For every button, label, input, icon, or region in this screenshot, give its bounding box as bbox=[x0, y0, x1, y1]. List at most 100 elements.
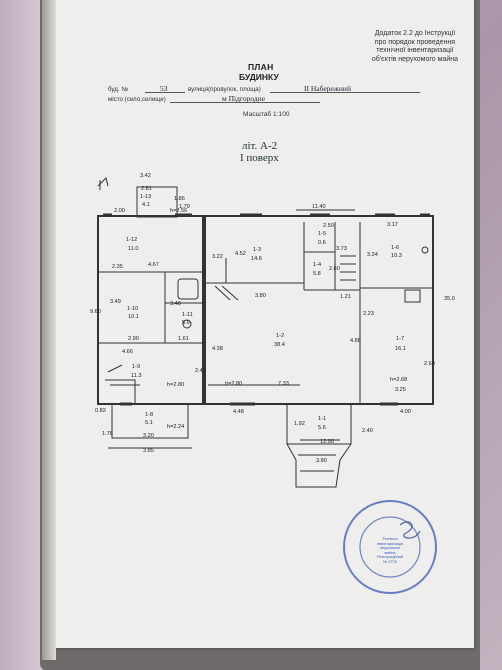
dim-label: 12.90 bbox=[320, 439, 334, 445]
plan-walls bbox=[97, 177, 434, 488]
dim-label: 4.48 bbox=[233, 409, 244, 415]
dim-label: 4.67 bbox=[148, 262, 159, 268]
sink-fixture bbox=[421, 246, 429, 254]
dim-label: 0.82 bbox=[95, 408, 106, 414]
dim-label: 2.60 bbox=[329, 266, 340, 272]
dim-label: 3.80 bbox=[316, 458, 327, 464]
toilet-fixture bbox=[182, 319, 192, 329]
binder-spine bbox=[0, 0, 42, 670]
city-label: місто (село,селище) bbox=[108, 96, 166, 103]
street-line bbox=[270, 92, 420, 93]
dim-label: 2.42 bbox=[195, 368, 206, 374]
dim-label: 2.81 bbox=[141, 186, 152, 192]
dim-label: 2.40 bbox=[362, 428, 373, 434]
dim-label: 9.60 bbox=[90, 309, 101, 315]
dim-label: 1.92 bbox=[294, 421, 305, 427]
fixture bbox=[404, 289, 421, 303]
room-number: 1-10 bbox=[127, 306, 138, 312]
height-label: h=2.24 bbox=[167, 424, 184, 430]
dim-label: 2.90 bbox=[128, 336, 139, 342]
room-area: 5.1 bbox=[145, 420, 153, 426]
room-1-13-wall bbox=[136, 186, 178, 218]
room-area: 5.6 bbox=[182, 320, 190, 326]
official-stamp: Технічна інвентаризація нерухомого майна… bbox=[340, 497, 440, 597]
stairs-left bbox=[105, 364, 140, 404]
appendix-note: Додаток 2.2 до Інструкції про порядок пр… bbox=[371, 30, 458, 63]
city-line bbox=[170, 102, 320, 103]
wing-left-wall bbox=[97, 215, 204, 405]
room-number: 1-2 bbox=[276, 333, 284, 339]
dim-label: 3.25 bbox=[395, 387, 406, 393]
dim-label: 4.88 bbox=[350, 338, 361, 344]
dim-label: 3.49 bbox=[110, 299, 121, 305]
room-area: 10.1 bbox=[128, 314, 139, 320]
height-label: h=2.80 bbox=[225, 381, 242, 387]
room-number: 1-6 bbox=[391, 245, 399, 251]
height-label: h=2.56 bbox=[170, 208, 187, 214]
dim-label: 3.24 bbox=[367, 252, 378, 258]
city-value: м Підгородне bbox=[222, 94, 266, 103]
page-subtitle: БУДИНКУ bbox=[239, 72, 279, 82]
building-number: 53 bbox=[160, 84, 168, 93]
dim-label: 3.85 bbox=[143, 448, 154, 454]
document-page bbox=[52, 0, 474, 648]
stairs-right bbox=[340, 255, 356, 281]
dim-label: 4.52 bbox=[235, 251, 246, 257]
porch-steps bbox=[286, 443, 352, 488]
room-area: 4.1 bbox=[142, 202, 150, 208]
dim-label: 2.50 bbox=[323, 223, 334, 229]
dim-label: 3.22 bbox=[212, 254, 223, 260]
page-title: ПЛАН bbox=[248, 62, 274, 72]
porch-step-lines bbox=[298, 454, 336, 472]
porch-1-1 bbox=[286, 403, 352, 445]
room-number: 1-13 bbox=[140, 194, 151, 200]
north-arrow bbox=[97, 177, 109, 187]
scale-label: Масштаб 1:100 bbox=[243, 111, 290, 118]
room-area: 11.0 bbox=[128, 246, 138, 252]
room-number: 1-8 bbox=[145, 412, 153, 418]
dim-label: 3.48 bbox=[170, 301, 181, 307]
dim-label: 7.33 bbox=[278, 381, 289, 387]
dim-label: 2.23 bbox=[363, 311, 374, 317]
lit-label: літ. А-2 bbox=[242, 140, 278, 152]
signature bbox=[399, 521, 421, 539]
room-area: 5.8 bbox=[313, 271, 321, 277]
room-area: 10.3 bbox=[391, 253, 402, 259]
street-value: II Набережний bbox=[304, 84, 351, 93]
room-area: 11.3 bbox=[131, 373, 141, 379]
page-edge bbox=[42, 0, 56, 660]
room-area: 14.6 bbox=[251, 256, 262, 262]
room-number: 1-4 bbox=[313, 262, 321, 268]
room-number: 1-9 bbox=[132, 364, 140, 370]
room-area: 16.1 bbox=[395, 346, 406, 352]
dim-label: 3.20 bbox=[143, 433, 154, 439]
dim-label: 1.21 bbox=[340, 294, 351, 300]
porch-1-8 bbox=[111, 403, 189, 439]
bath-fixture bbox=[177, 278, 199, 300]
height-label: h=2.68 bbox=[390, 377, 407, 383]
hatch-marks bbox=[214, 285, 239, 301]
dim-label: 4.00 bbox=[400, 409, 411, 415]
room-area: 5.6 bbox=[318, 425, 326, 431]
dim-label: 2.35 bbox=[112, 264, 123, 270]
dim-label: 2.00 bbox=[114, 208, 125, 214]
street-label: вулиця(провулок, площа) bbox=[188, 86, 261, 93]
stamp-inner-text: Технічна інвентаризація нерухомого майна… bbox=[376, 537, 404, 564]
room-area: 38.4 bbox=[274, 342, 285, 348]
dim-label: 3.42 bbox=[140, 173, 151, 179]
dim-label: 3.80 bbox=[255, 293, 266, 299]
dim-label: 11.40 bbox=[312, 204, 326, 210]
dim-label: 1.61 bbox=[178, 336, 189, 342]
dim-label: 3.17 bbox=[387, 222, 398, 228]
plan-labels: 3.42 2.81 1-13 4.1 1.86 h=2.56 2.00 1.79… bbox=[90, 173, 455, 464]
stamp-seal bbox=[343, 500, 437, 594]
dim-label: 2.60 bbox=[424, 361, 435, 367]
building-number-line bbox=[145, 92, 185, 93]
room-number: 1-11 bbox=[182, 312, 193, 318]
floor-label: I поверх bbox=[240, 152, 279, 164]
dim-label: 3.73 bbox=[336, 246, 347, 252]
room-area: 0.6 bbox=[318, 240, 326, 246]
dim-label: 1.79 bbox=[179, 204, 190, 210]
building-number-label: буд. № bbox=[108, 86, 128, 93]
